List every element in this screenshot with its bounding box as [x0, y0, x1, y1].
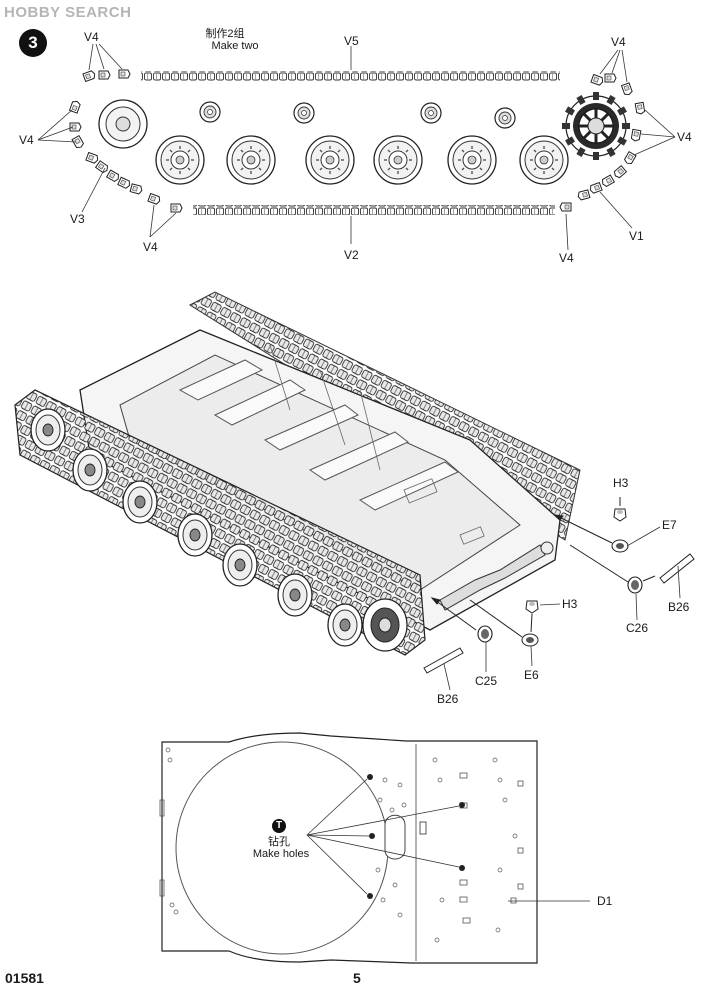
label-v1: V1 — [629, 229, 644, 243]
part-c26 — [627, 576, 643, 594]
label-v2: V2 — [344, 248, 359, 262]
part-h3-top — [613, 508, 627, 522]
drive-sprocket — [562, 92, 630, 160]
assembly-arrows — [430, 497, 656, 638]
label-b26-left: B26 — [437, 692, 459, 706]
label-d1: D1 — [597, 894, 613, 908]
label-v3: V3 — [70, 212, 85, 226]
part-h3-mid — [525, 600, 539, 614]
drill-hole-marks — [367, 774, 465, 899]
label-v5: V5 — [344, 34, 359, 48]
near-sprocket — [362, 598, 408, 652]
track-run-v5 — [141, 71, 560, 81]
make-holes-note-en: Make holes — [252, 848, 310, 860]
label-v4-bottom-left: V4 — [143, 240, 158, 254]
part-e6 — [521, 633, 539, 647]
label-v4-top-right: V4 — [611, 35, 626, 49]
part-c25 — [477, 625, 493, 643]
make-two-note-en: Make two — [211, 40, 259, 52]
label-v4-right: V4 — [677, 130, 692, 144]
track-run-v2 — [193, 205, 555, 215]
label-v4-bottom-right: V4 — [559, 251, 574, 265]
hobby-search-watermark: HOBBY SEARCH — [4, 4, 132, 21]
part-b26-left — [423, 647, 464, 674]
label-h3-top: H3 — [613, 476, 629, 490]
page-number: 5 — [353, 970, 361, 986]
floor-plate-d1 — [161, 732, 538, 964]
small-holes — [165, 747, 518, 943]
label-b26-right: B26 — [668, 600, 690, 614]
label-e7: E7 — [662, 518, 677, 532]
label-c25: C25 — [475, 674, 498, 688]
kit-number: 01581 — [5, 970, 44, 986]
part-e7 — [611, 539, 629, 553]
make-two-note-cn: 制作2组 — [205, 28, 245, 40]
part-b26-right — [659, 553, 695, 584]
label-c26: C26 — [626, 621, 649, 635]
step-number-badge: 3 — [19, 29, 47, 57]
drill-tool-icon: T — [272, 819, 286, 833]
label-h3-mid: H3 — [562, 597, 578, 611]
drill-leader-lines — [306, 778, 590, 902]
make-holes-note-cn: 钻孔 — [268, 836, 290, 848]
label-v4-top-left: V4 — [84, 30, 99, 44]
label-e6: E6 — [524, 668, 539, 682]
leader-lines-section1 — [37, 43, 676, 251]
label-v4-left: V4 — [19, 133, 34, 147]
near-track — [14, 389, 426, 656]
leader-lines-section2 — [443, 526, 681, 691]
